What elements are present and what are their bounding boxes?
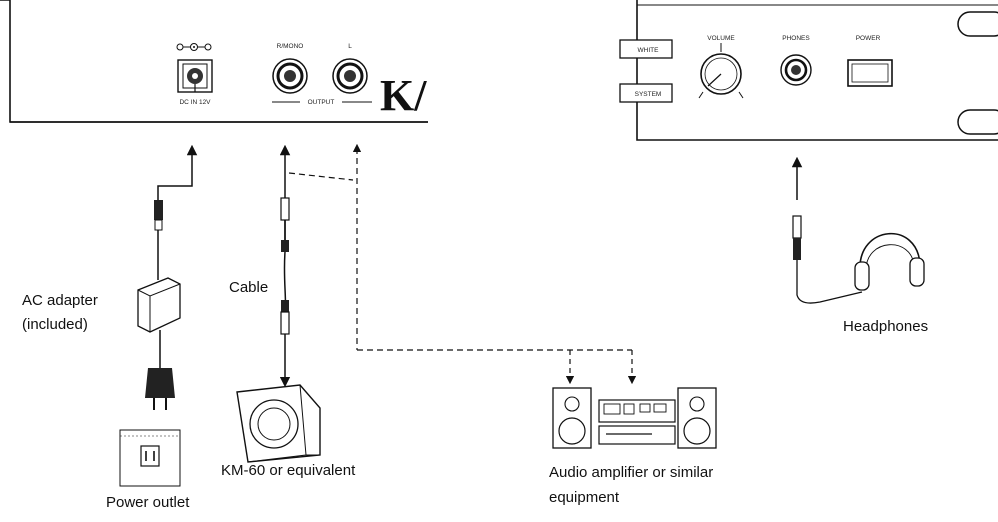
system-button (619, 83, 673, 103)
amplifier-connection (288, 143, 637, 385)
km60-label: KM-60 or equivalent (221, 462, 356, 479)
cable-label: Cable (229, 279, 269, 296)
output-r-mono-label: R/MONO (277, 43, 304, 50)
dc-in-label: DC IN 12V (179, 99, 211, 106)
power-outlet-label: Power outlet (106, 494, 190, 511)
headphones-icon (854, 232, 925, 291)
rear-panel: DC IN 12V R/MONO L OUTPUT K/ (0, 0, 428, 123)
system-button-label: SYSTEM (635, 91, 662, 98)
white-button (619, 39, 673, 59)
phones-label: PHONES (782, 35, 810, 42)
rack-handle-bottom (957, 109, 998, 135)
audio-amplifier-label: Audio amplifier or similar (549, 464, 714, 481)
ac-adapter-connection (119, 144, 198, 487)
brand-logo-fragment: K/ (380, 71, 427, 120)
power-plug-icon (145, 368, 175, 410)
ac-adapter-icon (137, 277, 181, 333)
ac-adapter-included-label: (included) (22, 316, 88, 333)
rack-handle-top (957, 11, 998, 37)
ac-adapter-label: AC adapter (22, 292, 98, 309)
headphones-connection (791, 156, 925, 304)
white-button-label: WHITE (638, 47, 660, 54)
power-label: POWER (856, 35, 881, 42)
headphones-label: Headphones (843, 318, 929, 335)
audio-cable-icon (280, 197, 290, 335)
wall-outlet-icon (119, 429, 181, 487)
dc-in-jack (177, 59, 213, 93)
stereo-system-icon (552, 387, 717, 449)
output-l-jack (332, 58, 368, 94)
output-l-label: L (348, 43, 352, 50)
speaker-cable-connection (236, 144, 321, 463)
speaker-cabinet-icon (236, 384, 321, 463)
output-r-mono-jack (272, 58, 308, 94)
audio-amplifier-label-line2: equipment (549, 489, 620, 506)
dc-polarity-icon (176, 43, 212, 51)
volume-label: VOLUME (707, 35, 735, 42)
output-group-label: OUTPUT (308, 99, 335, 106)
front-panel: WHITE SYSTEM VOLUME PHONES POWER (619, 0, 998, 141)
phones-jack (780, 54, 812, 86)
volume-knob-icon (698, 43, 744, 99)
